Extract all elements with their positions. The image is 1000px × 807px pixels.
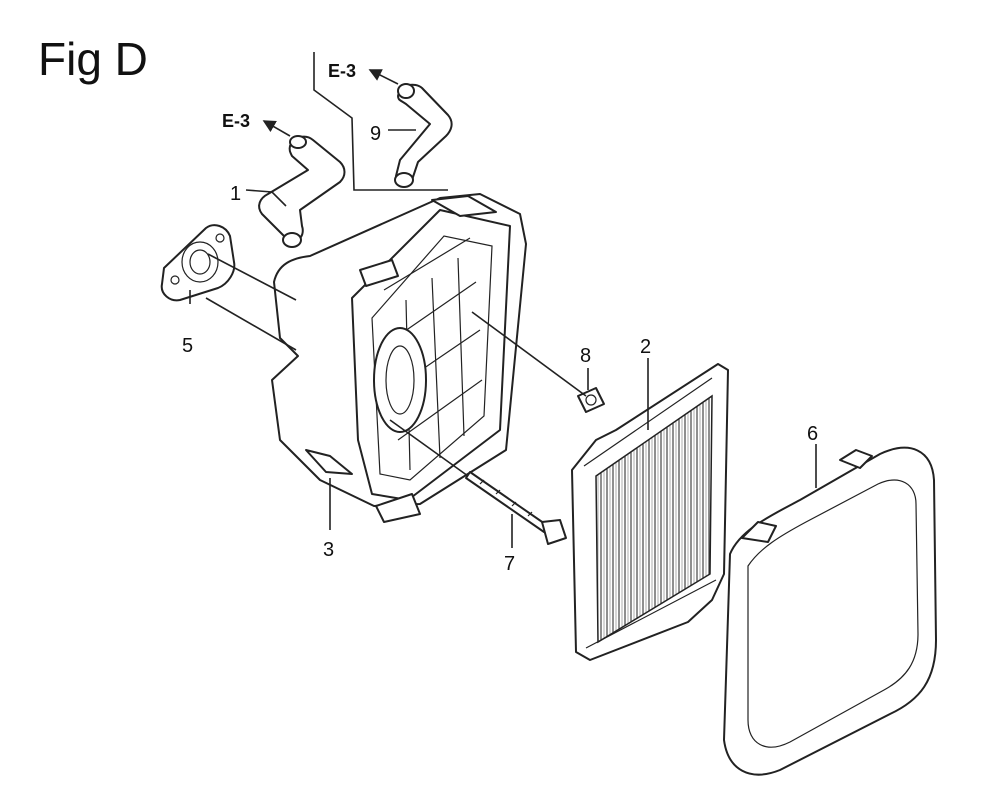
leader-lines bbox=[189, 52, 817, 548]
part-5-gasket bbox=[160, 224, 236, 302]
callout-7: 7 bbox=[504, 553, 515, 575]
figure-title: Fig D bbox=[38, 33, 148, 85]
reference-label-lower: E-3 bbox=[222, 111, 250, 131]
reference-label-upper: E-3 bbox=[328, 61, 356, 81]
part-3-air-cleaner-case bbox=[271, 193, 527, 523]
part-1-hose bbox=[258, 135, 346, 248]
callout-5: 5 bbox=[182, 335, 193, 357]
callout-1: 1 bbox=[230, 183, 241, 205]
part-9-hose bbox=[394, 83, 453, 188]
part-8-bolt bbox=[577, 387, 605, 413]
callout-9: 9 bbox=[370, 123, 381, 145]
part-7-stud-bolt bbox=[465, 471, 567, 545]
callout-8: 8 bbox=[580, 345, 591, 367]
reference-arrow-upper bbox=[368, 69, 399, 85]
callout-2: 2 bbox=[640, 336, 651, 358]
part-6-cover bbox=[723, 446, 937, 776]
callout-6: 6 bbox=[807, 423, 818, 445]
part-2-air-filter bbox=[571, 363, 729, 661]
callout-3: 3 bbox=[323, 539, 334, 561]
reference-arrow-lower bbox=[262, 120, 291, 137]
